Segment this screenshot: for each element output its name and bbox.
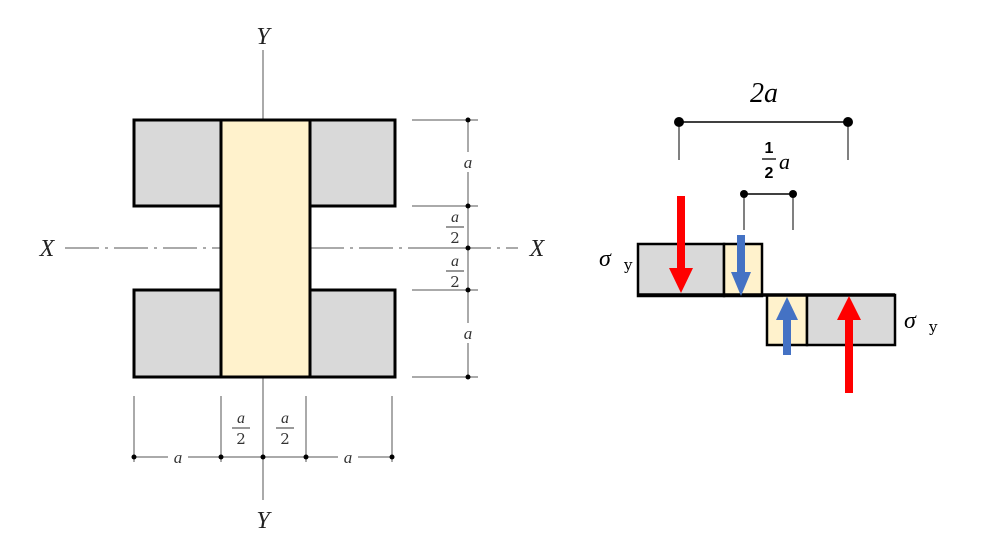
top-left-flange — [132, 118, 224, 208]
arrow-up-icon — [776, 297, 798, 355]
svg-text:2: 2 — [280, 430, 290, 448]
arrow-up-icon — [837, 296, 861, 393]
dim-right-a-top: a — [464, 153, 473, 172]
dim-half-a-label: 1 2 a — [762, 140, 790, 182]
svg-text:2: 2 — [450, 229, 460, 247]
dim-2a-label: 2a — [750, 78, 778, 109]
svg-text:2: 2 — [236, 430, 246, 448]
i-section: Y Y X X a a 2 a 2 — [39, 24, 546, 534]
svg-text:y: y — [928, 318, 938, 336]
svg-text:a: a — [281, 410, 289, 427]
dim-bottom-a-right: a — [344, 448, 353, 467]
dim-2a-end-left — [674, 117, 684, 127]
axis-label-y-top: Y — [256, 24, 272, 50]
dim-2a-end-right — [843, 117, 853, 127]
dim-bottom-half-right: a 2 — [276, 410, 294, 448]
svg-text:a: a — [451, 253, 459, 270]
svg-text:a: a — [451, 209, 459, 226]
right-dimension-chain — [412, 117, 478, 380]
axis-label-x-right: X — [529, 236, 546, 262]
arrow-down-icon — [731, 235, 751, 296]
svg-text:a: a — [779, 149, 790, 174]
axis-label-y-bottom: Y — [256, 508, 272, 534]
svg-text:1: 1 — [765, 140, 774, 157]
stress-diagram: 2a 1 2 a — [599, 78, 938, 393]
svg-text:2: 2 — [450, 273, 460, 291]
bottom-right-flange — [308, 288, 397, 379]
axis-label-x-left: X — [39, 236, 56, 262]
svg-text:σ: σ — [904, 308, 917, 334]
dim-right-half-lower: a 2 — [446, 253, 464, 291]
dim-bottom-a-left: a — [174, 448, 183, 467]
svg-text:σ: σ — [599, 246, 612, 272]
sigma-y-right-label: σ y — [904, 308, 938, 336]
svg-text:a: a — [237, 410, 245, 427]
dim-right-a-bottom: a — [464, 324, 473, 343]
arrow-down-icon — [669, 196, 693, 293]
dim-right-half-upper: a 2 — [446, 209, 464, 247]
web — [219, 118, 312, 379]
sigma-y-left-label: σ y — [599, 246, 633, 274]
bottom-left-flange — [132, 288, 224, 379]
svg-text:y: y — [623, 256, 633, 274]
dim-bottom-half-left: a 2 — [232, 410, 250, 448]
svg-text:2: 2 — [765, 165, 774, 182]
top-right-flange — [308, 118, 397, 208]
